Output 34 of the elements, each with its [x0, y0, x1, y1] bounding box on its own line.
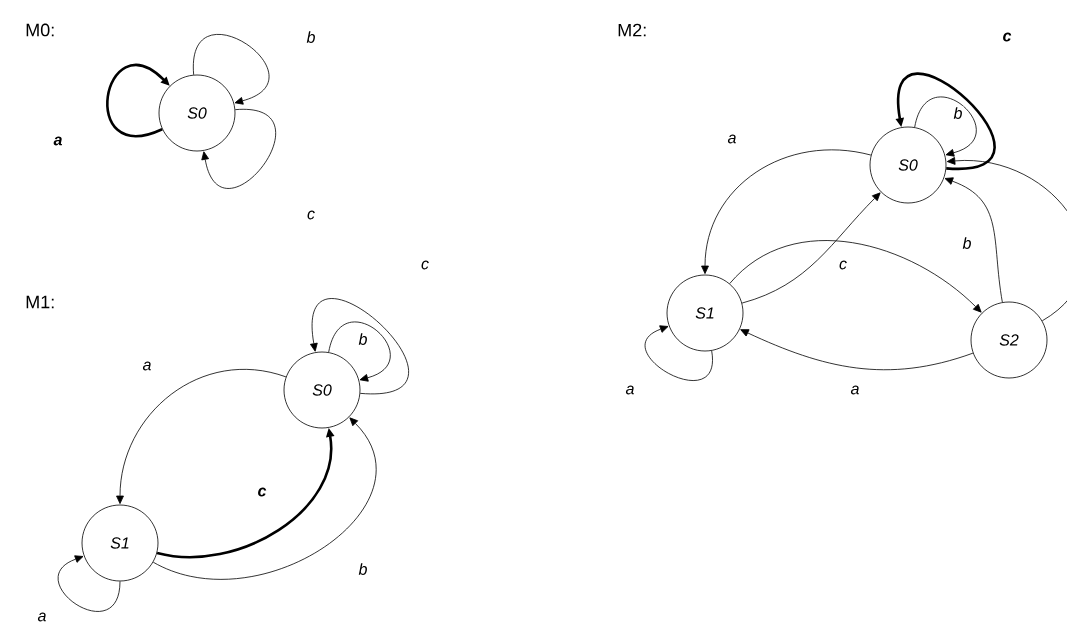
edge-label: b — [357, 332, 369, 346]
arrow — [946, 157, 1067, 322]
arrow — [914, 96, 977, 157]
panel-label: M2: — [618, 23, 646, 37]
arrow — [740, 329, 974, 370]
edge-label: b — [961, 236, 973, 250]
arrow — [57, 555, 121, 612]
arrow — [701, 149, 872, 274]
edge-label: a — [726, 133, 738, 145]
arrow — [193, 34, 270, 105]
edge-label: c — [256, 486, 268, 498]
arrow — [328, 321, 391, 382]
arrow — [310, 298, 410, 394]
panel-label: M1: — [26, 295, 54, 309]
edge-label: a — [849, 384, 861, 396]
arrow — [729, 240, 982, 313]
arrow — [152, 417, 377, 580]
arrow — [201, 109, 276, 189]
edge-label: b — [952, 106, 964, 120]
edge-label: c — [838, 259, 848, 271]
edge-label: a — [52, 135, 64, 147]
arrow — [944, 177, 1003, 303]
arrow — [116, 368, 287, 504]
edge-label: c — [420, 259, 430, 271]
edge-label: b — [305, 30, 317, 44]
panel-label: M0: — [26, 23, 54, 37]
edge-label: a — [624, 384, 636, 396]
edge-label: a — [141, 360, 153, 372]
edge-label: b — [357, 562, 369, 576]
arrow — [741, 192, 881, 304]
arrow — [644, 325, 713, 381]
edge-label: c — [1001, 31, 1013, 43]
edge-label: a — [36, 611, 48, 623]
edge-label: c — [306, 209, 316, 221]
